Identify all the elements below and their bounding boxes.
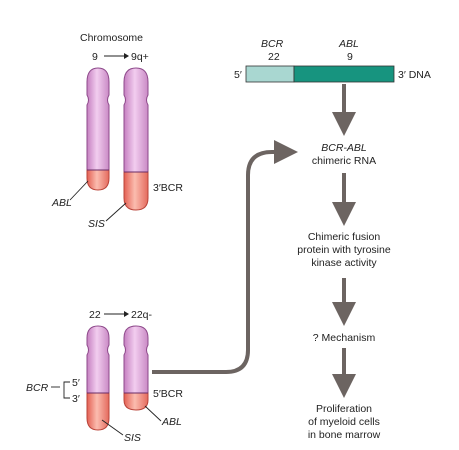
abl-label-bottom: ABL [161, 416, 182, 428]
dna-right-end: 3′ DNA [398, 69, 431, 81]
bcr-dna-segment [245, 65, 295, 83]
chromosome-22q-minus [123, 325, 149, 411]
translocation-arrow [152, 140, 298, 374]
abl-dna-segment [293, 65, 395, 83]
step4-line3: in bone marrow [308, 429, 381, 441]
gene1-name: BCR [261, 38, 284, 50]
sis-pointer-bottom [101, 419, 124, 436]
step4-line1: Proliferation [316, 403, 372, 415]
sis-pointer-top [105, 202, 127, 222]
chromosome-22 [86, 325, 110, 431]
abl-label-top: ABL [51, 197, 72, 209]
gene1-chrom: 22 [268, 51, 280, 63]
step1-line2: chimeric RNA [312, 155, 376, 167]
step4-line2: of myeloid cells [308, 416, 380, 428]
gene2-name: ABL [338, 38, 359, 50]
bcr-label-bottom: BCR [26, 382, 49, 394]
pair-label-to-22q: 22q- [131, 309, 153, 321]
step1-line1: BCR-ABL [321, 142, 367, 154]
abl-pointer-top [69, 180, 89, 201]
pair-label-to-9q: 9q+ [131, 51, 149, 63]
five-prime-bottom: 5′ [72, 377, 80, 389]
sis-label-top: SIS [88, 218, 105, 230]
step3: ? Mechanism [313, 332, 376, 344]
dna-left-end: 5′ [234, 69, 242, 81]
bcr3-label-top: 3′BCR [153, 182, 183, 194]
sis-label-bottom: SIS [124, 432, 141, 444]
step2-line3: kinase activity [311, 257, 377, 269]
chromosome-9 [86, 67, 110, 191]
pair-arrowhead-9 [124, 53, 129, 59]
abl-pointer-bottom [144, 405, 162, 422]
chromosome-heading: Chromosome [80, 32, 143, 44]
pair-label-from-9: 9 [92, 51, 98, 63]
gene2-chrom: 9 [347, 51, 353, 63]
step2-line2: protein with tyrosine [297, 244, 391, 256]
bcr5-label-bottom: 5′BCR [153, 388, 183, 400]
pair-arrowhead-22 [124, 311, 129, 317]
step2-line1: Chimeric fusion [308, 231, 381, 243]
three-prime-bottom: 3′ [72, 393, 80, 405]
bcr-bracket [63, 381, 70, 399]
pair-label-from-22: 22 [89, 309, 101, 321]
chromosome-9q-plus [123, 67, 149, 211]
